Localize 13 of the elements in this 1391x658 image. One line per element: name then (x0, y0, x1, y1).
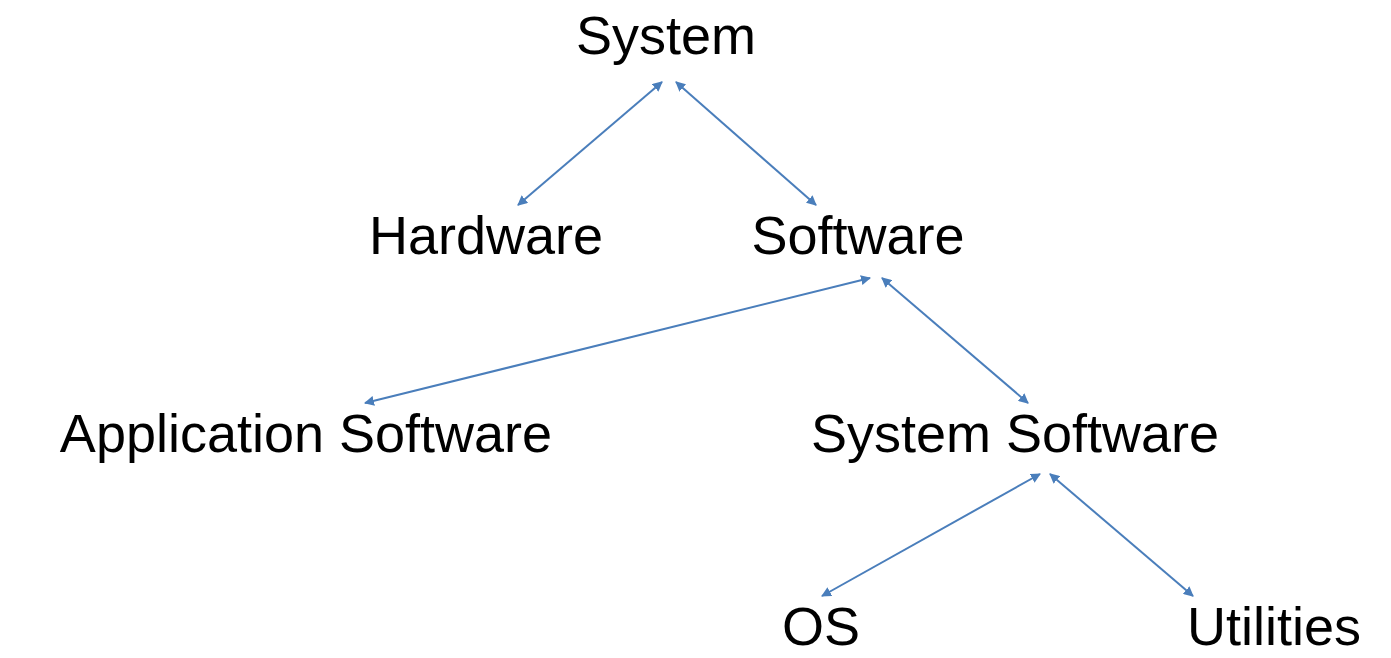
arrow (821, 473, 1041, 597)
node-label: System Software (810, 403, 1220, 474)
arrow (881, 277, 1029, 404)
node-label: System (576, 5, 756, 82)
arrow (1049, 473, 1194, 597)
arrow (517, 81, 663, 206)
node-label: Software (751, 205, 965, 278)
node-label: Application Software (59, 403, 553, 463)
arrow (675, 81, 817, 206)
node-label: OS (782, 596, 860, 656)
node-label: Hardware (368, 205, 604, 265)
arrow (364, 275, 871, 406)
node-label: Utilities (1187, 596, 1361, 656)
